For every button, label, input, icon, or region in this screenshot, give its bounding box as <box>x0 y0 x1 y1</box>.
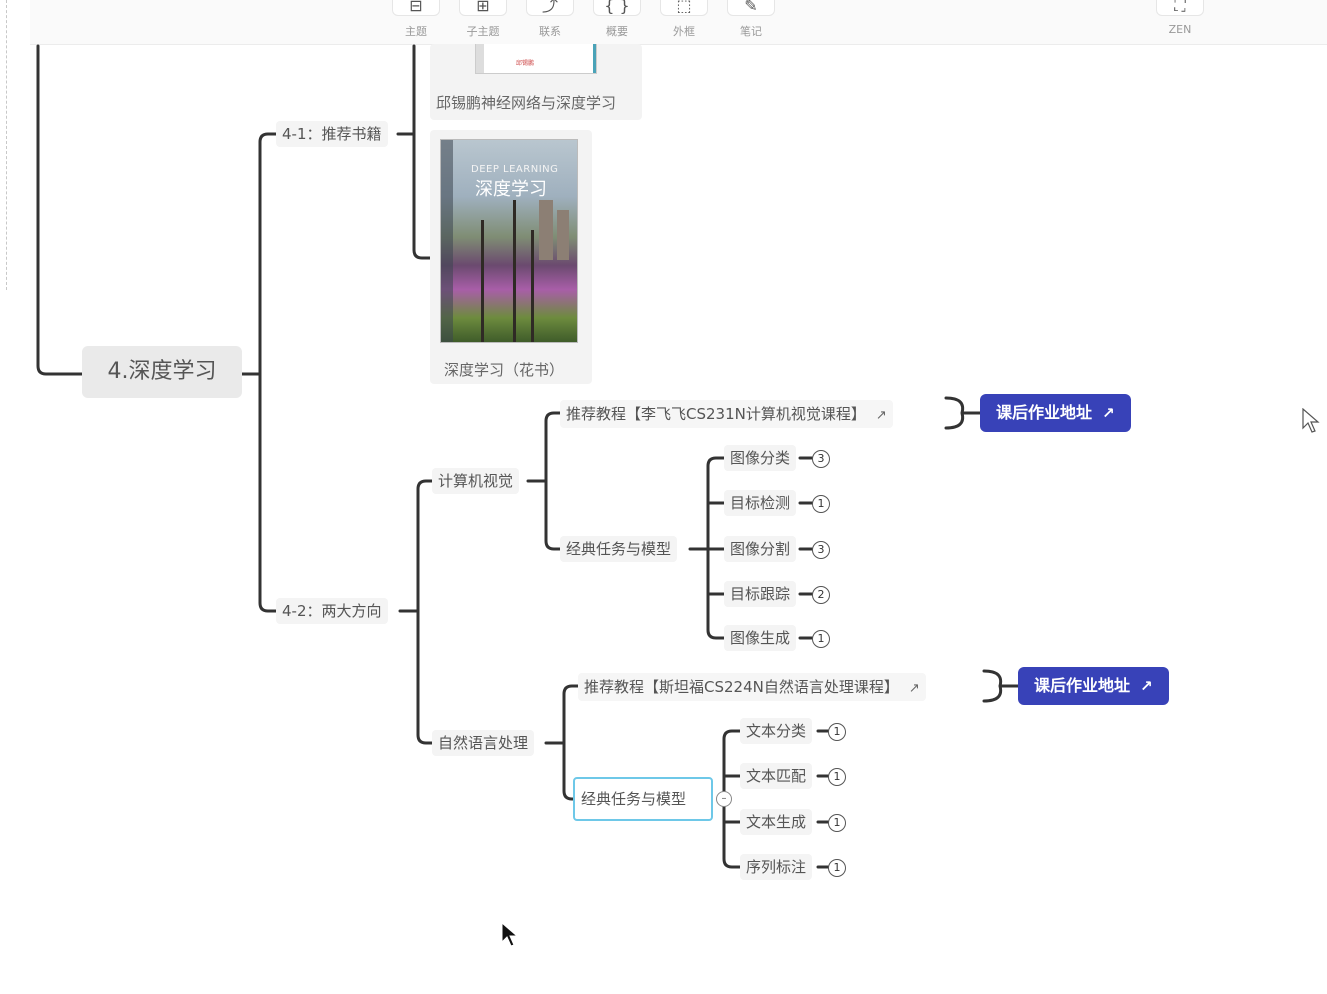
nlp-homework-label: 课后作业地址 <box>1034 676 1131 695</box>
cv-tasks-connector <box>688 456 726 640</box>
cover-spine <box>476 44 484 73</box>
toolbar: ⊟ 主题 ⊞ 子主题 ⤴ 联系 { } 概要 ⬚ 外框 ✎ 笔记 ⛶ ZEN <box>30 0 1327 45</box>
topic-icon: ⊟ <box>392 0 440 16</box>
book-caption-deep-learning: 深度学习（花书） <box>444 361 565 379</box>
cv-course-label: 推荐教程【李飞飞CS231N计算机视觉课程】 <box>566 405 866 423</box>
collapse-toggle-icon[interactable]: – <box>716 791 732 807</box>
child-count-badge[interactable]: 1 <box>812 495 830 513</box>
note-tool-label: 笔记 <box>740 25 762 38</box>
books-connector <box>396 44 432 260</box>
cv-course-link[interactable]: 推荐教程【李飞飞CS231N计算机视觉课程】 ↗ <box>560 400 893 428</box>
external-link-icon[interactable]: ↗ <box>908 681 920 696</box>
nlp-task-text-matching[interactable]: 文本匹配 <box>740 763 813 789</box>
cv-task-image-classification[interactable]: 图像分类 <box>724 445 797 471</box>
cover-tree <box>531 230 534 342</box>
topic-tool-label: 主题 <box>405 25 427 38</box>
trunk-connector <box>36 44 84 376</box>
nlp-homework-button[interactable]: 课后作业地址 ↗ <box>1018 667 1169 705</box>
cover-edge <box>593 44 596 73</box>
cover-title-cn: 深度学习 <box>475 179 547 200</box>
note-tool[interactable]: ✎ 笔记 <box>723 0 779 44</box>
branch-two-directions[interactable]: 4-2：两大方向 <box>276 598 388 624</box>
zen-tool-label: ZEN <box>1168 23 1192 36</box>
nlp-count-ticks <box>816 729 830 869</box>
child-count-badge[interactable]: 3 <box>812 450 830 468</box>
child-count-badge[interactable]: 1 <box>828 723 846 741</box>
nlp-course-label: 推荐教程【斯坦福CS224N自然语言处理课程】 <box>584 678 899 696</box>
child-count-badge[interactable]: 1 <box>812 630 830 648</box>
topic-tool[interactable]: ⊟ 主题 <box>388 0 444 44</box>
topic-nlp[interactable]: 自然语言处理 <box>432 730 535 756</box>
book-cover-deep-learning: DEEP LEARNING 深度学习 <box>440 139 578 343</box>
topic-computer-vision[interactable]: 计算机视觉 <box>432 468 520 494</box>
cv-count-ticks <box>798 456 814 640</box>
boundary-tool-label: 外框 <box>673 25 695 38</box>
cv-homework-brace <box>944 396 982 430</box>
boundary-tool[interactable]: ⬚ 外框 <box>656 0 712 44</box>
subtopic-icon: ⊞ <box>459 0 507 16</box>
cv-task-object-detection[interactable]: 目标检测 <box>724 490 797 516</box>
cover-building <box>539 200 553 260</box>
summary-icon: { } <box>593 0 641 16</box>
subtopic-tool[interactable]: ⊞ 子主题 <box>455 0 511 44</box>
note-icon: ✎ <box>727 0 775 16</box>
subtopic-tool-label: 子主题 <box>466 25 500 38</box>
book-caption-qiu: 邱锡鹏神经网络与深度学习 <box>436 94 617 112</box>
branch-recommended-books[interactable]: 4-1：推荐书籍 <box>276 121 388 147</box>
nlp-children-connector <box>544 684 580 801</box>
relationship-icon: ⤴ <box>526 0 574 16</box>
cv-classic-tasks[interactable]: 经典任务与模型 <box>560 536 678 562</box>
cover-tree <box>481 220 484 342</box>
cover-spine <box>441 140 453 342</box>
nlp-task-text-classification[interactable]: 文本分类 <box>740 718 813 744</box>
cv-task-object-tracking[interactable]: 目标跟踪 <box>724 581 797 607</box>
child-count-badge[interactable]: 1 <box>828 768 846 786</box>
cv-children-connector <box>526 411 562 551</box>
root-topic[interactable]: 4.深度学习 <box>82 346 242 398</box>
cover-building <box>557 210 569 260</box>
nlp-task-sequence-labeling[interactable]: 序列标注 <box>740 854 813 880</box>
cv-task-image-segmentation[interactable]: 图像分割 <box>724 536 797 562</box>
summary-tool[interactable]: { } 概要 <box>589 0 645 44</box>
root-branch-connector <box>240 132 278 613</box>
external-link-icon: ↗ <box>1140 677 1153 695</box>
external-link-icon[interactable]: ↗ <box>875 408 887 423</box>
canvas-left-edge <box>0 0 7 290</box>
nlp-course-link[interactable]: 推荐教程【斯坦福CS224N自然语言处理课程】 ↗ <box>578 673 926 701</box>
book-cover-qiu: 邱锡鹏 <box>475 44 597 74</box>
child-count-badge[interactable]: 2 <box>812 586 830 604</box>
summary-tool-label: 概要 <box>606 25 628 38</box>
cover-publisher-mark: 邱锡鹏 <box>516 60 535 67</box>
child-count-badge[interactable]: 1 <box>828 814 846 832</box>
relationship-tool-label: 联系 <box>539 25 561 38</box>
cv-task-image-generation[interactable]: 图像生成 <box>724 625 797 651</box>
relationship-tool[interactable]: ⤴ 联系 <box>522 0 578 44</box>
zen-tool[interactable]: ⛶ ZEN <box>1152 0 1208 44</box>
cover-title-en: DEEP LEARNING <box>471 164 559 175</box>
cv-homework-button[interactable]: 课后作业地址 ↗ <box>980 394 1131 432</box>
nlp-task-text-generation[interactable]: 文本生成 <box>740 809 813 835</box>
fullscreen-icon: ⛶ <box>1156 0 1204 16</box>
external-link-icon: ↗ <box>1102 404 1115 422</box>
directions-connector <box>398 479 434 745</box>
mouse-pointer-icon <box>1302 408 1320 433</box>
nlp-classic-tasks-selected[interactable]: 经典任务与模型 <box>573 777 713 821</box>
boundary-icon: ⬚ <box>660 0 708 16</box>
mouse-pointer-icon <box>501 922 519 947</box>
child-count-badge[interactable]: 3 <box>812 541 830 559</box>
nlp-homework-brace <box>982 669 1020 703</box>
cover-tree <box>513 200 516 342</box>
cv-homework-label: 课后作业地址 <box>996 403 1093 422</box>
child-count-badge[interactable]: 1 <box>828 859 846 877</box>
